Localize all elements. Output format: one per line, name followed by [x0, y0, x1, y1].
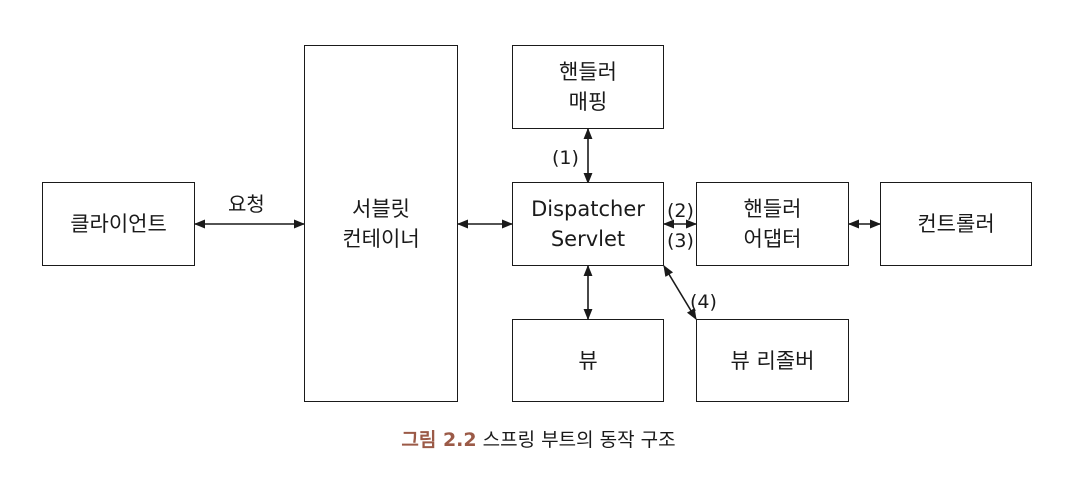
arrow-dispatcher-resolver	[663, 265, 697, 320]
handler-mapping-box: 핸들러 매핑	[512, 45, 664, 129]
step-1-label: (1)	[552, 147, 579, 169]
step-2-label: (2)	[667, 200, 694, 222]
figure-number: 그림 2.2	[401, 429, 477, 451]
view-box: 뷰	[512, 319, 664, 402]
step-3-label: (3)	[667, 230, 694, 252]
handler-adapter-label: 핸들러 어댑터	[743, 197, 802, 251]
handler-adapter-box: 핸들러 어댑터	[696, 182, 849, 266]
controller-box: 컨트롤러	[880, 182, 1032, 266]
servlet-container-box: 서블릿 컨테이너	[304, 45, 458, 402]
step-4-label: (4)	[690, 291, 717, 313]
figure-caption: 그림 2.2 스프링 부트의 동작 구조	[0, 427, 1077, 453]
client-label: 클라이언트	[70, 212, 167, 236]
servlet-container-label: 서블릿 컨테이너	[342, 196, 420, 251]
dispatcher-servlet-box: Dispatcher Servlet	[512, 182, 664, 266]
handler-mapping-label: 핸들러 매핑	[559, 60, 617, 114]
view-label: 뷰	[578, 348, 598, 373]
dispatcher-servlet-label: Dispatcher Servlet	[531, 197, 645, 251]
view-resolver-box: 뷰 리졸버	[696, 319, 849, 402]
request-label: 요청	[228, 192, 265, 216]
view-resolver-label: 뷰 리졸버	[730, 348, 815, 373]
figure-caption-text: 스프링 부트의 동작 구조	[482, 429, 676, 451]
controller-label: 컨트롤러	[917, 212, 995, 236]
client-box: 클라이언트	[42, 182, 195, 266]
